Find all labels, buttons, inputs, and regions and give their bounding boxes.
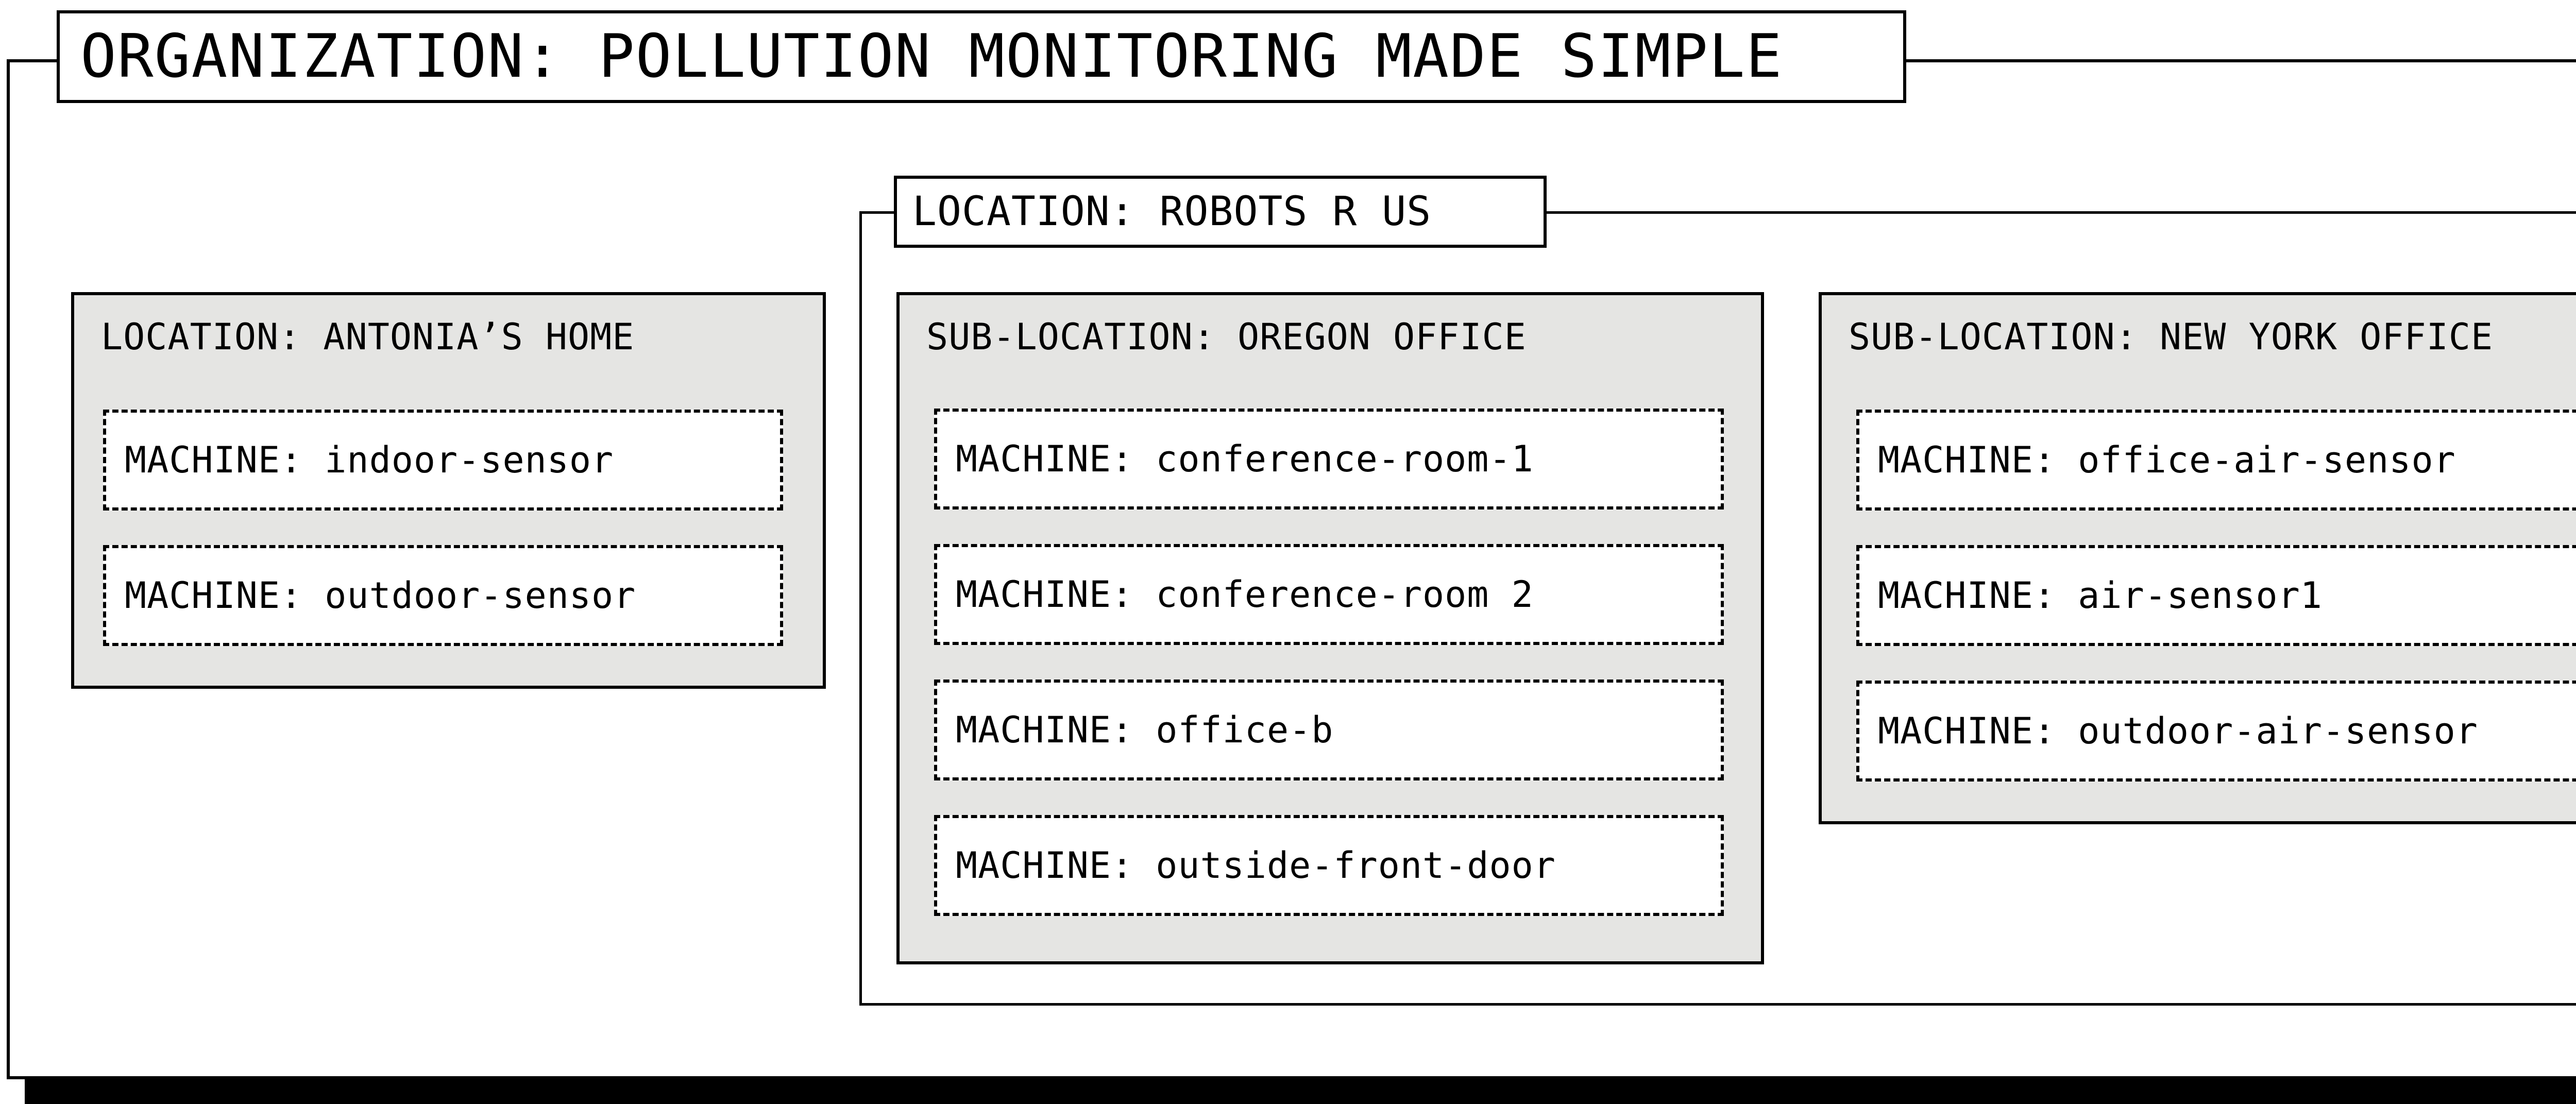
machine-label: MACHINE: air-sensor1 — [1878, 574, 2323, 617]
machine-label: MACHINE: office-air-sensor — [1878, 439, 2456, 481]
machine-label: MACHINE: outdoor-air-sensor — [1878, 710, 2478, 752]
machine-box-indoor-sensor[interactable]: MACHINE: indoor-sensor — [103, 410, 783, 511]
organization-title-text: ORGANIZATION: POLLUTION MONITORING MADE … — [80, 22, 1783, 91]
sub-location-title-new-york-office: SUB-LOCATION: NEW YORK OFFICE — [1849, 316, 2494, 358]
machine-label: MACHINE: office-b — [956, 709, 1334, 751]
location-title-box-robots-r-us: LOCATION: ROBOTS R US — [894, 176, 1547, 248]
organization-title-box: ORGANIZATION: POLLUTION MONITORING MADE … — [57, 10, 1906, 103]
machine-label: MACHINE: outside-front-door — [956, 844, 1556, 887]
machine-box-outdoor-air-sensor[interactable]: MACHINE: outdoor-air-sensor — [1856, 681, 2576, 782]
machine-box-conference-room-2[interactable]: MACHINE: conference-room 2 — [934, 544, 1724, 645]
machine-box-office-air-sensor[interactable]: MACHINE: office-air-sensor — [1856, 410, 2576, 511]
machine-label: MACHINE: conference-room-1 — [956, 438, 1534, 480]
machine-box-air-sensor1[interactable]: MACHINE: air-sensor1 — [1856, 545, 2576, 646]
machine-box-conference-room-1[interactable]: MACHINE: conference-room-1 — [934, 409, 1724, 509]
machine-box-outdoor-sensor[interactable]: MACHINE: outdoor-sensor — [103, 545, 783, 646]
machine-box-outside-front-door[interactable]: MACHINE: outside-front-door — [934, 815, 1724, 916]
machine-label: MACHINE: conference-room 2 — [956, 573, 1534, 616]
location-title-text-robots-r-us: LOCATION: ROBOTS R US — [912, 189, 1432, 235]
machine-label: MACHINE: outdoor-sensor — [125, 574, 636, 617]
machine-label: MACHINE: indoor-sensor — [125, 439, 614, 481]
machine-box-office-b[interactable]: MACHINE: office-b — [934, 680, 1724, 780]
location-title-antonias-home: LOCATION: ANTONIA’S HOME — [101, 316, 635, 358]
sub-location-title-oregon-office: SUB-LOCATION: OREGON OFFICE — [926, 316, 1527, 358]
